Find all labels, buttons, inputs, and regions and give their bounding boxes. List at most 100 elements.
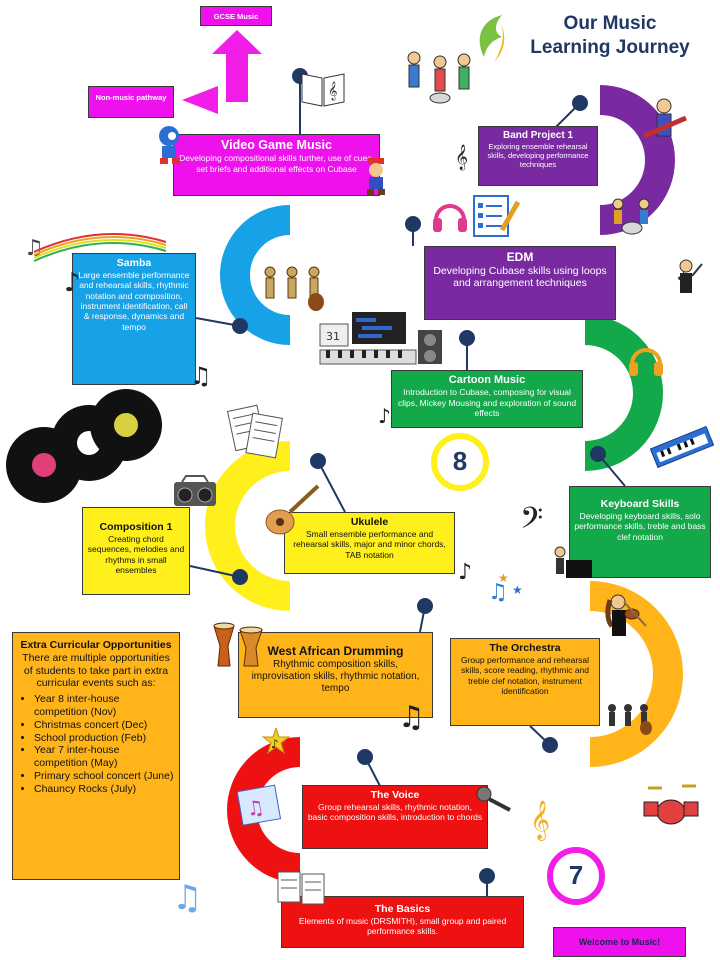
music-note-icon: ♪ <box>378 404 391 428</box>
stage-edm: EDM Developing Cubase skills using loops… <box>424 246 616 320</box>
stage-description: Developing keyboard skills, solo perform… <box>574 510 706 542</box>
bass-clef-icon: 𝄢 <box>520 502 544 543</box>
stage-description: Developing compositional skills further,… <box>179 153 374 174</box>
orchestra-icon <box>608 704 652 735</box>
stage-description: Group rehearsal skills, rhythmic notatio… <box>307 801 483 823</box>
beamed-notes-icon: ♫ <box>24 236 44 261</box>
road-turn-4 <box>205 441 291 611</box>
vinyl-record-icon <box>6 389 162 503</box>
year-8-number: 8 <box>452 446 468 476</box>
extra-curricular-title: Extra Curricular Opportunities <box>20 639 172 651</box>
school-logo <box>479 15 505 62</box>
stage-composition: Composition 1 Creating chord sequences, … <box>82 507 190 595</box>
gcse-text: GCSE Music <box>213 12 259 21</box>
stage-description: Creating chord sequences, melodies and r… <box>87 533 185 575</box>
microphone-icon <box>476 786 511 812</box>
stars-icon: ★ ★ <box>498 571 523 596</box>
non-music-text: Non-music pathway <box>95 93 167 102</box>
extra-curricular-panel: Extra Curricular Opportunities There are… <box>12 632 180 880</box>
list-item: Primary school concert (June) <box>34 770 174 783</box>
stage-description: Exploring ensemble rehearsal skills, dev… <box>487 142 589 170</box>
gcse-music-label: GCSE Music <box>200 6 272 26</box>
stage-video-game-music: Video Game Music Developing compositiona… <box>173 134 380 196</box>
svg-text:★: ★ <box>512 583 523 596</box>
beamed-notes-icon: ♫ <box>488 580 508 605</box>
beamed-notes-icon: ♫ <box>398 700 425 735</box>
gcse-arrow-shaft <box>226 50 248 102</box>
year-7-marker: 7 <box>556 860 596 891</box>
game-character-icon <box>367 158 385 195</box>
year-8-marker: 8 <box>440 446 480 477</box>
drum-icon <box>643 784 699 825</box>
songbook-icon: 𝄞 <box>301 73 345 107</box>
non-music-label: Non-music pathway <box>88 86 174 118</box>
daw-studio-icon: 31 <box>319 312 442 365</box>
pianist-icon <box>554 546 592 578</box>
jazz-band-icon <box>264 266 324 311</box>
year-7-number: 7 <box>568 860 584 890</box>
stage-title: Composition 1 <box>99 521 173 533</box>
music-note-icon: ♪ <box>458 560 473 585</box>
title-line-1: Our Music <box>563 13 657 34</box>
checklist-icon <box>473 195 521 237</box>
guitarist-icon <box>643 98 687 139</box>
violinist-icon <box>605 594 647 636</box>
stage-title: Video Game Music <box>221 138 332 152</box>
stage-title: West African Drumming <box>267 644 404 658</box>
boombox-icon <box>174 475 216 506</box>
stage-title: The Voice <box>370 789 420 801</box>
music-paper-icon: ♫ <box>236 784 282 826</box>
stage-the-voice: The Voice Group rehearsal skills, rhythm… <box>302 785 488 849</box>
stage-title: Keyboard Skills <box>600 498 680 510</box>
drumming-kids-icon <box>612 198 650 235</box>
stage-title: The Orchestra <box>489 642 561 654</box>
list-item: Year 7 inter-house competition (May) <box>34 744 174 770</box>
list-item: Chauncy Rocks (July) <box>34 783 174 796</box>
stage-description: Large ensemble performance and rehearsal… <box>78 269 190 332</box>
non-music-arrow <box>182 86 218 114</box>
svg-text:★: ★ <box>498 571 509 585</box>
stage-the-basics: The Basics Elements of music (DRSMITH), … <box>281 896 524 948</box>
stage-keyboard-skills: Keyboard Skills Developing keyboard skil… <box>569 486 711 578</box>
welcome-label: Welcome to Music! <box>553 927 686 957</box>
extra-curricular-list: Year 8 inter-house competition (Nov) Chr… <box>18 693 174 795</box>
stage-title: EDM <box>506 250 534 264</box>
svg-text:♫: ♫ <box>244 794 266 821</box>
conductor-icon <box>679 259 703 293</box>
svg-text:♪: ♪ <box>271 737 279 751</box>
stage-title: Samba <box>116 257 152 269</box>
welcome-text: Welcome to Music! <box>578 937 661 947</box>
stage-west-african-drumming: West African Drumming Rhythmic compositi… <box>238 632 433 718</box>
music-staff-icon <box>33 233 167 262</box>
stage-description: Introduction to Cubase, composing for vi… <box>397 387 577 419</box>
ukulele-icon <box>265 484 320 535</box>
stage-description: Elements of music (DRSMITH), small group… <box>298 915 507 937</box>
burst-note-icon: ♪ <box>262 728 290 755</box>
title-line-2: Learning Journey <box>530 36 690 58</box>
stage-title: Cartoon Music <box>448 374 526 386</box>
headphones-icon <box>629 348 663 376</box>
year7-circle <box>547 847 605 905</box>
headphones-icon <box>433 204 467 232</box>
gcse-arrow-head <box>212 30 262 54</box>
treble-clef-icon: 𝄞 <box>530 800 551 840</box>
stage-description: Developing Cubase skills using loops and… <box>433 264 607 290</box>
list-item: School production (Feb) <box>34 732 174 745</box>
road-turn-3 <box>584 315 663 471</box>
list-item: Year 8 inter-house competition (Nov) <box>34 693 174 719</box>
page-title: Our Music Learning Journey <box>510 12 710 60</box>
sheet-music-icon <box>226 404 283 459</box>
stage-the-orchestra: The Orchestra Group performance and rehe… <box>450 638 600 726</box>
game-character-icon <box>159 126 180 164</box>
extra-curricular-intro: There are multiple opportunities of stud… <box>22 651 170 690</box>
keyboard-icon <box>650 425 714 469</box>
beamed-notes-icon: ♫ <box>172 878 203 918</box>
stage-description: Group performance and rehearsal skills, … <box>460 654 590 696</box>
music-note-icon: ♪ <box>64 268 81 298</box>
stage-ukulele: Ukulele Small ensemble performance and r… <box>284 512 455 574</box>
beamed-notes-icon: ♫ <box>190 362 212 390</box>
road-turn-2 <box>220 205 291 345</box>
road-turn-1 <box>599 85 675 235</box>
stage-title: Ukulele <box>350 516 389 528</box>
year8-circle <box>431 433 489 491</box>
